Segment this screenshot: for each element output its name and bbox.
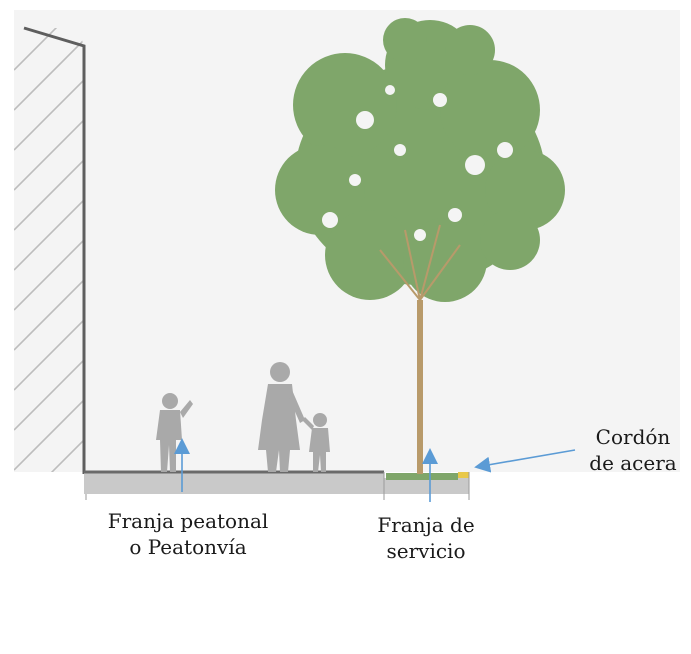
label-franja-peatonal-line1: Franja peatonal: [107, 509, 269, 533]
child-waving-figure: [156, 393, 193, 472]
arrow-cordon: [474, 449, 576, 473]
tree: [275, 18, 565, 474]
curb: [458, 472, 469, 494]
label-cordon-de-acera: Cordón de acera: [578, 424, 688, 476]
pedestrians: [156, 362, 330, 472]
service-strip-planting: [386, 473, 458, 480]
label-franja-servicio: Franja de servicio: [356, 512, 496, 564]
label-franja-servicio-line2: servicio: [386, 539, 466, 563]
child-holding-hand-figure: [302, 413, 330, 472]
foliage-holes: [322, 85, 513, 241]
label-franja-servicio-line1: Franja de: [377, 513, 475, 537]
label-franja-peatonal-line2: o Peatonvía: [129, 535, 247, 559]
curb-top: [458, 472, 469, 478]
label-cordon-line1: Cordón: [595, 425, 671, 449]
adult-figure: [258, 362, 305, 472]
sidewalk-slab: [84, 472, 384, 494]
wall-hatching: [14, 28, 84, 472]
service-strip: [384, 478, 458, 494]
label-franja-peatonal: Franja peatonal o Peatonvía: [88, 508, 288, 560]
building-wall: [23, 26, 86, 474]
tree-trunk: [417, 300, 423, 474]
label-cordon-line2: de acera: [589, 451, 677, 475]
tree-branches: [379, 224, 461, 301]
